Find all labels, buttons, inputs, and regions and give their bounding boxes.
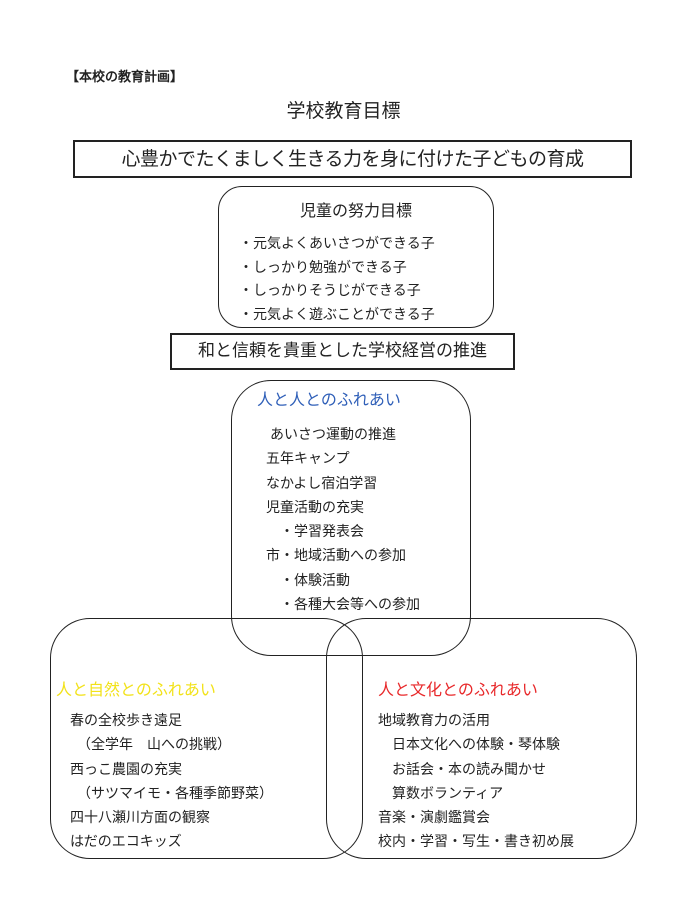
- people-item: あいさつ運動の推進: [270, 427, 396, 443]
- nature-item: 西っこ農園の充実: [70, 761, 182, 778]
- culture-heading: 人と文化とのふれあい: [378, 680, 538, 699]
- culture-item: 算数ボランティア: [378, 785, 504, 802]
- culture-circle: [326, 618, 637, 859]
- people-item: ・学習発表会: [266, 524, 364, 541]
- culture-item: お話会・本の読み聞かせ: [378, 761, 546, 778]
- nature-item: （全学年 山への挑戦）: [70, 737, 231, 754]
- people-list: あいさつ運動の推進 五年キャンプ なかよし宿泊学習 児童活動の充実 ・学習発表会…: [266, 423, 420, 617]
- people-item: ・各種大会等への参加: [266, 597, 420, 614]
- nature-circle: [50, 618, 363, 859]
- nature-list: 春の全校歩き遠足 （全学年 山への挑戦） 西っこ農園の充実 （サツマイモ・各種季…: [70, 709, 273, 855]
- culture-item: 校内・学習・写生・書き初め展: [378, 834, 574, 851]
- nature-heading: 人と自然とのふれあい: [56, 680, 216, 699]
- main-goal-box: 心豊かでたくましく生きる力を身に付けた子どもの育成: [73, 140, 632, 178]
- student-goals-box: 児童の努力目標 ・元気よくあいさつができる子 ・しっかり勉強ができる子 ・しっか…: [218, 186, 494, 328]
- student-goal-item: ・元気よくあいさつができる子: [239, 236, 435, 252]
- people-item: 五年キャンプ: [266, 451, 350, 468]
- student-goals-heading: 児童の努力目標: [299, 201, 412, 220]
- people-item: なかよし宿泊学習: [266, 475, 378, 492]
- people-item: 市・地域活動への参加: [266, 548, 406, 565]
- student-goal-item: ・しっかりそうじができる子: [239, 283, 421, 299]
- page-title: 学校教育目標: [286, 100, 401, 122]
- management-box: 和と信頼を貴重とした学校経営の推進: [170, 333, 515, 370]
- student-goal-item: ・しっかり勉強ができる子: [239, 259, 407, 276]
- culture-item: 日本文化への体験・琴体験: [378, 737, 560, 754]
- student-goal-item: ・元気よく遊ぶことができる子: [239, 306, 435, 323]
- people-heading: 人と人とのふれあい: [257, 390, 401, 409]
- culture-list: 地域教育力の活用 日本文化への体験・琴体験 お話会・本の読み聞かせ 算数ボランテ…: [378, 709, 574, 855]
- section-header: 【本校の教育計画】: [66, 70, 184, 85]
- culture-item: 音楽・演劇鑑賞会: [378, 810, 490, 827]
- culture-item: 地域教育力の活用: [378, 713, 490, 729]
- nature-item: （サツマイモ・各種季節野菜）: [70, 785, 273, 802]
- people-item: ・体験活動: [266, 572, 350, 589]
- people-item: 児童活動の充実: [266, 499, 364, 516]
- nature-item: 四十八瀬川方面の観察: [70, 810, 210, 827]
- nature-item: はだのエコキッズ: [70, 834, 182, 851]
- nature-item: 春の全校歩き遠足: [70, 713, 182, 729]
